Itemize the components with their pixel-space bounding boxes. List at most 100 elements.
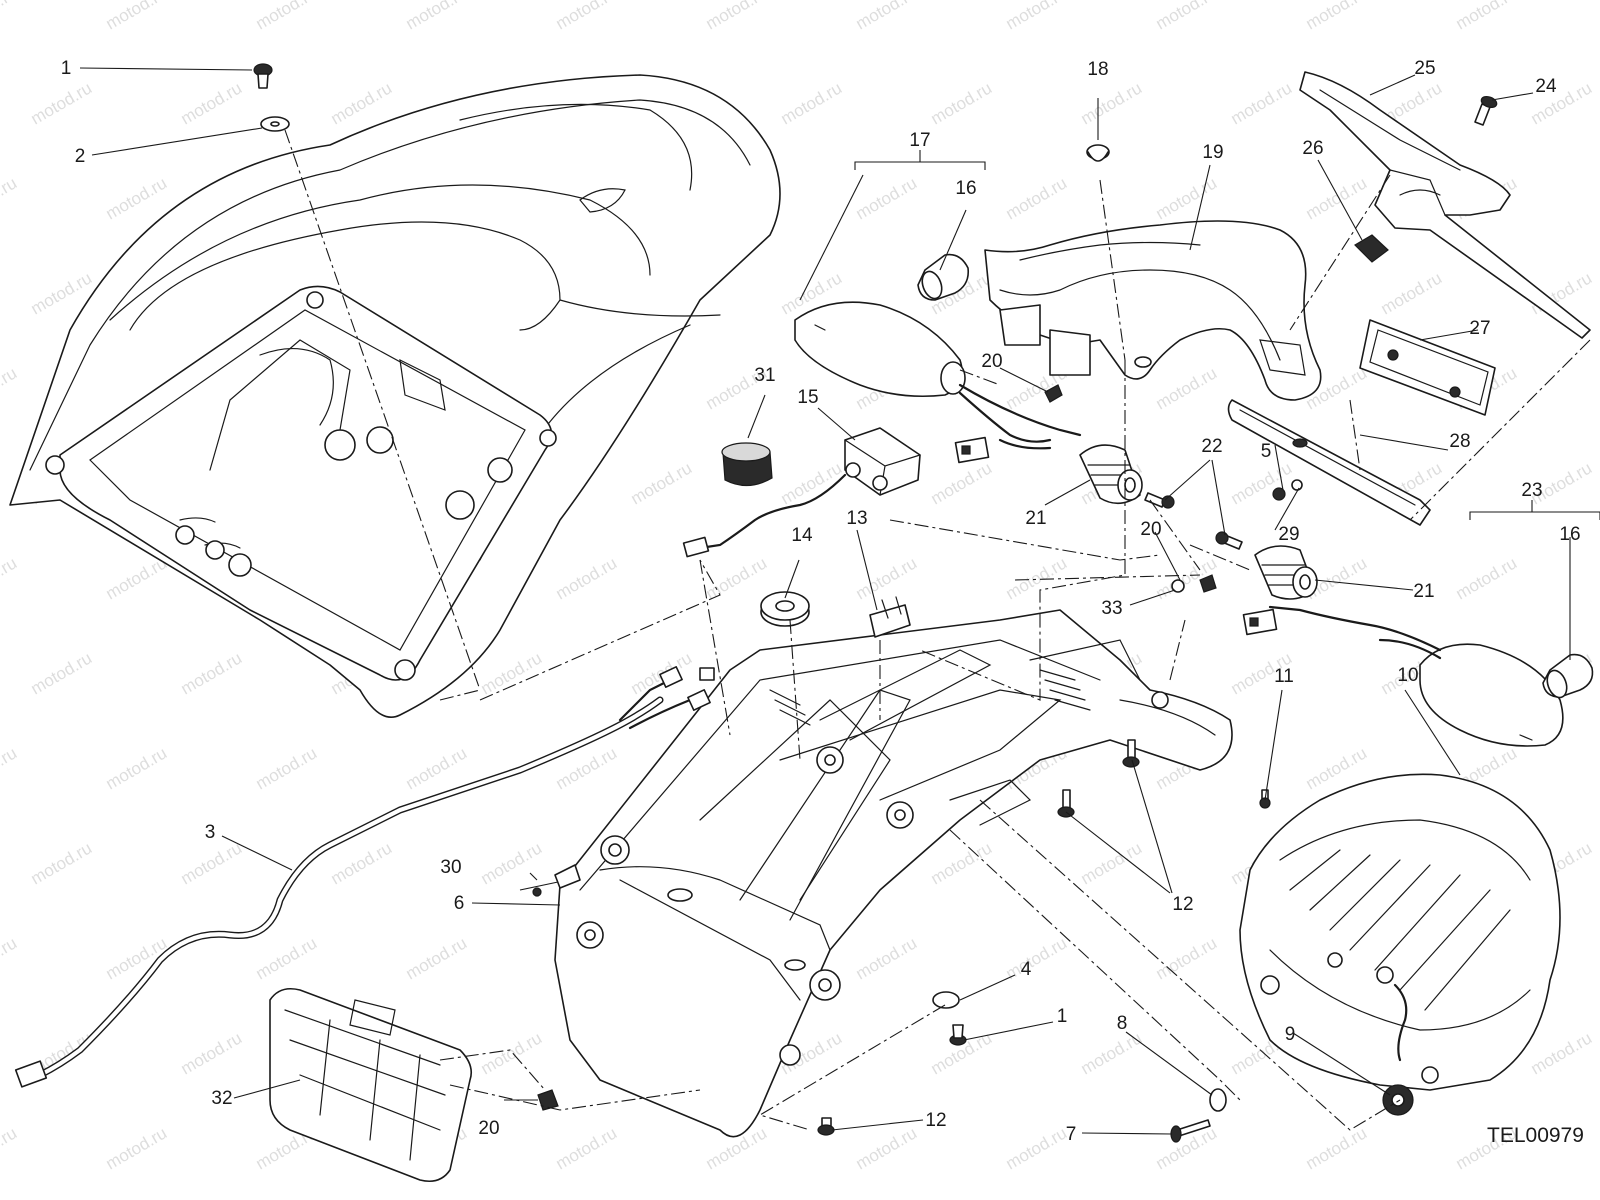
watermark-text: motod.ru — [553, 553, 621, 603]
callout-13: 13 — [846, 508, 867, 529]
bulb-part — [917, 253, 970, 301]
watermark-text: motod.ru — [403, 933, 471, 983]
bulb-right-part — [1542, 653, 1594, 699]
callout-20-bottom: 20 — [478, 1118, 499, 1139]
callout-33: 33 — [1101, 598, 1122, 619]
seat-cover-part — [9, 74, 781, 718]
watermark-text: motod.ru — [928, 838, 996, 888]
watermark-text: motod.ru — [1153, 0, 1221, 33]
callout-30: 30 — [440, 857, 461, 878]
rear-cover-part — [1239, 773, 1561, 1091]
watermark-text: motod.ru — [178, 1028, 246, 1078]
callout-21-right: 21 — [1413, 581, 1434, 602]
turn-signal-relay-part — [682, 427, 921, 558]
watermark-text: motod.ru — [28, 78, 96, 128]
watermark-text: motod.ru — [253, 0, 321, 33]
callout-20-mid: 20 — [1140, 519, 1161, 540]
watermark-text: motod.ru — [478, 1028, 546, 1078]
watermark-text: motod.ru — [628, 458, 696, 508]
watermark-text: motod.ru — [703, 553, 771, 603]
callout-5: 5 — [1261, 441, 1272, 462]
callout-1-bottom: 1 — [1057, 1006, 1068, 1027]
watermark-text: motod.ru — [1378, 268, 1446, 318]
watermark-text: motod.ru — [553, 1123, 621, 1173]
number-plate-holder-part — [269, 987, 473, 1183]
left-tail-lamp-part — [794, 301, 1082, 464]
callout-8: 8 — [1117, 1013, 1128, 1034]
callout-12-mid: 12 — [1172, 894, 1193, 915]
callout-26: 26 — [1302, 138, 1323, 159]
watermark-text: motod.ru — [1078, 838, 1146, 888]
watermark-text: motod.ru — [103, 0, 171, 33]
callout-10: 10 — [1397, 665, 1418, 686]
watermark-text: motod.ru — [478, 838, 546, 888]
watermark-text: motod.ru — [853, 173, 921, 223]
callout-23: 23 — [1521, 480, 1542, 501]
lamp-grommet-right-part — [1254, 545, 1318, 600]
callout-25: 25 — [1414, 58, 1435, 79]
watermark-text: motod.ru — [103, 553, 171, 603]
watermark-text: motod.ru — [0, 1123, 20, 1173]
watermark-text: motod.ru — [928, 458, 996, 508]
nut-part — [1272, 479, 1303, 501]
watermark-text: motod.ru — [0, 173, 20, 223]
callout-7: 7 — [1066, 1124, 1077, 1145]
callout-21-left: 21 — [1025, 508, 1046, 529]
rubber-cap-part — [721, 442, 773, 487]
watermark-text: motod.ru — [253, 933, 321, 983]
watermark-text: motod.ru — [928, 78, 996, 128]
watermark-text: motod.ru — [1003, 173, 1071, 223]
callout-1-top: 1 — [61, 58, 72, 79]
screw-part — [1144, 492, 1243, 550]
clip-part — [537, 384, 1217, 1111]
watermark-text: motod.ru — [0, 553, 20, 603]
callout-20-top: 20 — [981, 351, 1002, 372]
callout-11: 11 — [1274, 666, 1294, 687]
callout-labels: 1 2 3 4 1 5 6 7 8 9 10 11 12 12 13 14 15… — [61, 58, 1584, 1147]
callout-19: 19 — [1202, 142, 1223, 163]
watermark-text: motod.ru — [1228, 458, 1296, 508]
hardware-part — [253, 63, 1271, 1143]
watermark-text: motod.ru — [1153, 933, 1221, 983]
watermark-text: motod.ru — [253, 743, 321, 793]
callout-18: 18 — [1087, 59, 1108, 80]
watermark-text: motod.ru — [403, 0, 471, 33]
watermark-text: motod.ru — [553, 0, 621, 33]
watermark-text: motod.ru — [28, 838, 96, 888]
callout-14: 14 — [791, 525, 813, 546]
callout-28: 28 — [1449, 431, 1470, 452]
grommet-part — [760, 591, 810, 627]
callout-22: 22 — [1201, 436, 1222, 457]
watermark-text: motod.ru — [0, 743, 20, 793]
watermark-text: motod.ru — [1453, 0, 1521, 33]
callout-4: 4 — [1021, 959, 1032, 980]
watermark-text: motod.ru — [1228, 78, 1296, 128]
watermark-text: motod.ru — [853, 0, 921, 33]
watermark-text: motod.ru — [853, 1123, 921, 1173]
watermark-text: motod.ru — [1003, 1123, 1071, 1173]
callout-17: 17 — [909, 130, 930, 151]
watermark-text: motod.ru — [403, 743, 471, 793]
callout-24: 24 — [1535, 76, 1557, 97]
watermark-text: motod.ru — [1303, 0, 1371, 33]
watermark-text: motod.ru — [178, 78, 246, 128]
right-tail-lamp-part — [1242, 605, 1564, 747]
callout-31: 31 — [754, 365, 775, 386]
rear-hugger-part — [984, 220, 1322, 401]
callout-32: 32 — [211, 1088, 232, 1109]
callout-2: 2 — [75, 146, 86, 167]
callout-12-bottom: 12 — [925, 1110, 946, 1131]
drawing-code: TEL00979 — [1487, 1124, 1584, 1147]
watermark-text: motod.ru — [1303, 173, 1371, 223]
watermark-text: motod.ru — [103, 743, 171, 793]
license-light-part — [1227, 399, 1431, 526]
rear-undertray-part — [554, 609, 1233, 1138]
callout-15: 15 — [797, 387, 818, 408]
watermark-text: motod.ru — [1078, 1028, 1146, 1078]
cable-clip-part — [869, 596, 911, 638]
watermark-text: motod.ru — [103, 1123, 171, 1173]
watermark-text: motod.ru — [1003, 0, 1071, 33]
watermark-text: motod.ru — [1453, 553, 1521, 603]
